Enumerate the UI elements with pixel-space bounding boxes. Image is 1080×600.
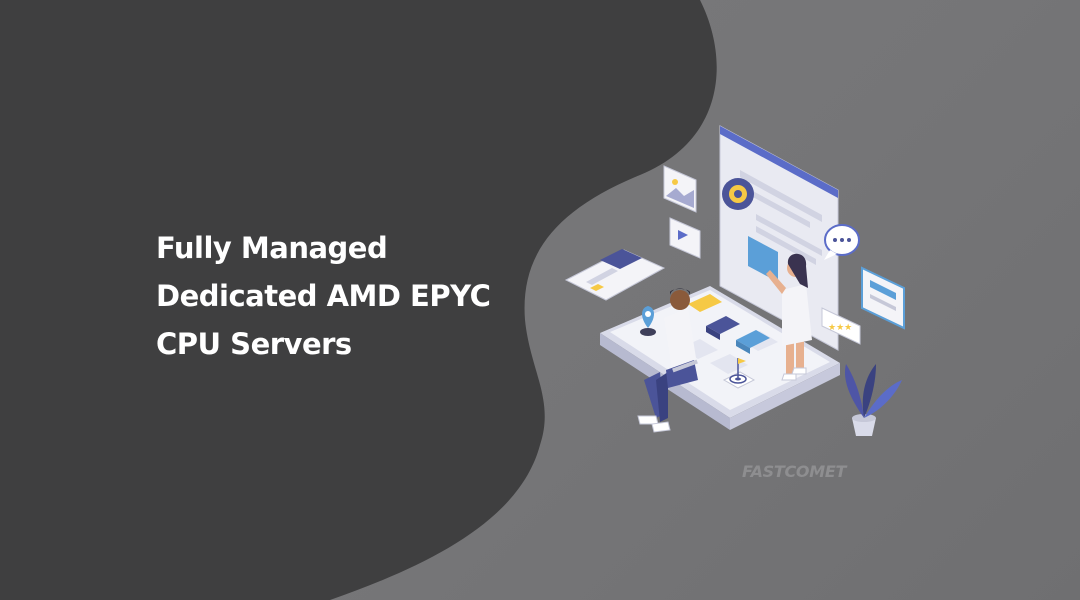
document-card-icon	[564, 249, 666, 301]
target-icon	[722, 358, 756, 389]
woman-figure	[766, 253, 812, 381]
image-card-icon	[663, 165, 697, 213]
browser-window-icon	[719, 125, 839, 351]
side-panel-icon	[861, 266, 905, 330]
isometric-illustration: ★★★	[564, 125, 905, 436]
headline-line-1: Fully Managed	[156, 231, 388, 265]
svg-text:★★★: ★★★	[828, 323, 852, 333]
chat-bubble-icon	[824, 224, 860, 260]
plant-icon	[844, 364, 902, 436]
man-figure	[637, 288, 698, 433]
rating-stars-icon: ★★★	[821, 307, 861, 345]
platform-blocks	[688, 294, 770, 354]
headline-line-2: Dedicated AMD EPYC	[156, 279, 491, 313]
location-pin-icon	[640, 306, 656, 336]
gear-icon	[722, 178, 754, 210]
headline: Fully Managed Dedicated AMD EPYC CPU Ser…	[156, 224, 491, 368]
headline-line-3: CPU Servers	[156, 327, 352, 361]
video-card-icon	[669, 217, 701, 259]
fastcomet-logo: FASTCOMET	[742, 462, 847, 481]
